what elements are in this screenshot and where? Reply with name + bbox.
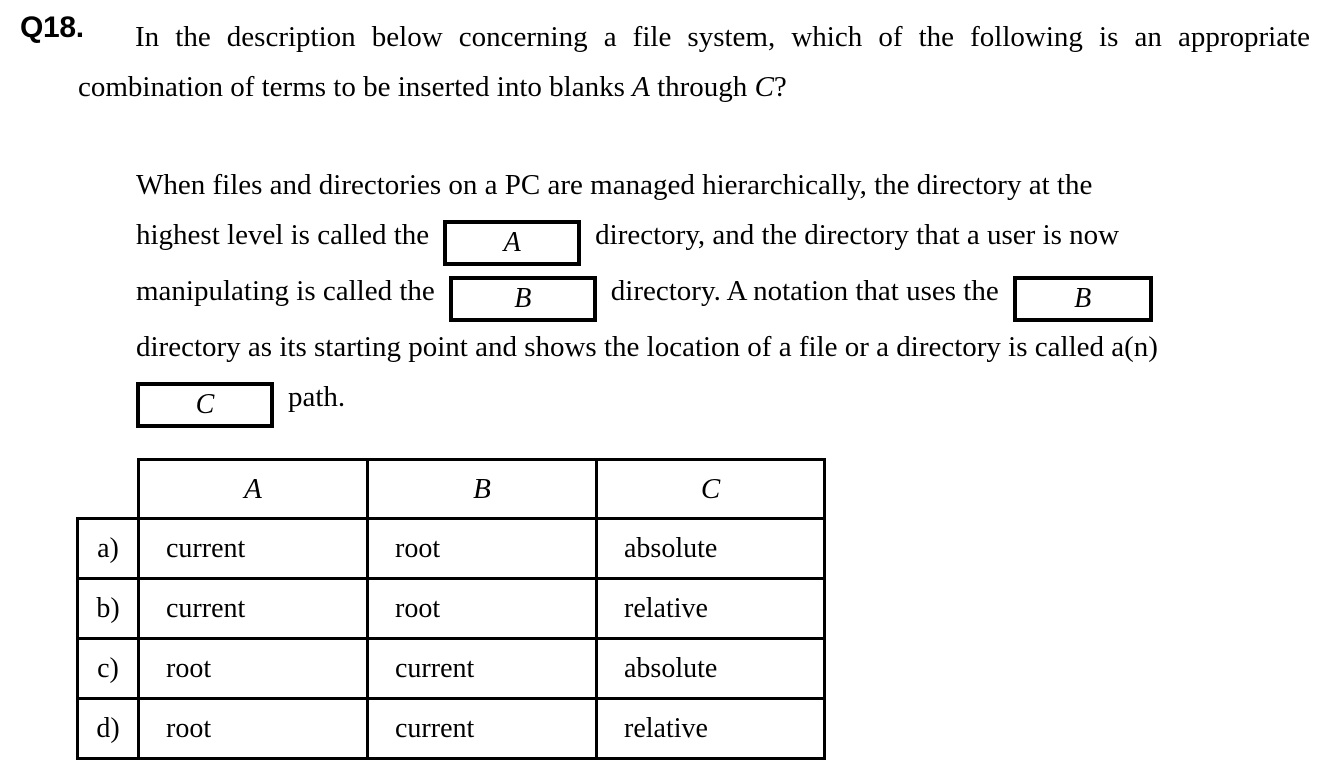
option-a-value-a: current bbox=[137, 517, 369, 580]
table-corner-cell bbox=[77, 459, 139, 519]
table-header-b: B bbox=[366, 458, 598, 520]
question-number: Q18. bbox=[20, 11, 84, 44]
description-line-1: When files and directories on a PC are m… bbox=[136, 160, 1310, 210]
option-b-value-b: root bbox=[366, 577, 598, 640]
blank-box-a: A bbox=[443, 220, 582, 266]
description-line-2-after: directory, and the directory that a user… bbox=[595, 219, 1120, 251]
option-d-value-b: current bbox=[366, 697, 598, 760]
table-row[interactable]: b) current root relative bbox=[76, 577, 826, 640]
option-label-c: c) bbox=[76, 637, 140, 700]
description-line-4: directory as its starting point and show… bbox=[136, 322, 1310, 372]
description-paragraph: When files and directories on a PC are m… bbox=[136, 160, 1310, 428]
option-b-value-a: current bbox=[137, 577, 369, 640]
description-line-1-text: When files and directories on a PC are m… bbox=[136, 169, 1093, 201]
question-prompt-end: ? bbox=[773, 71, 787, 103]
option-label-b: b) bbox=[76, 577, 140, 640]
option-a-value-b: root bbox=[366, 517, 598, 580]
option-d-value-a: root bbox=[137, 697, 369, 760]
description-line-4-text: directory as its starting point and show… bbox=[136, 331, 1158, 363]
table-header-a: A bbox=[137, 458, 369, 520]
options-table-body: a) current root absolute b) current root… bbox=[76, 517, 826, 760]
question-prompt-blank-end: C bbox=[754, 71, 774, 103]
description-line-3-mid: directory. A notation that uses the bbox=[610, 275, 999, 307]
description-line-3-before: manipulating is called the bbox=[136, 275, 435, 307]
question-prompt-mid: through bbox=[649, 71, 755, 103]
option-a-value-c: absolute bbox=[595, 517, 826, 580]
option-c-value-a: root bbox=[137, 637, 369, 700]
option-d-value-c: relative bbox=[595, 697, 826, 760]
options-table-header: A B C bbox=[77, 458, 826, 520]
blank-box-b: B bbox=[448, 276, 597, 322]
table-row[interactable]: c) root current absolute bbox=[76, 637, 826, 700]
question-prompt-part1: In the description below concerning a fi… bbox=[78, 21, 1310, 103]
blank-box-b2: B bbox=[1012, 276, 1153, 322]
option-c-value-b: current bbox=[366, 637, 598, 700]
option-label-a: a) bbox=[76, 517, 140, 580]
description-line-5-after: path. bbox=[288, 381, 346, 413]
option-c-value-c: absolute bbox=[595, 637, 826, 700]
question-prompt: In the description below concerning a fi… bbox=[78, 12, 1310, 112]
option-label-d: d) bbox=[76, 697, 140, 760]
blank-box-c: C bbox=[136, 382, 274, 428]
option-b-value-c: relative bbox=[595, 577, 826, 640]
description-line-2-before: highest level is called the bbox=[136, 219, 430, 251]
table-header-c: C bbox=[595, 458, 826, 520]
question-prompt-blank-start: A bbox=[632, 71, 650, 103]
table-header-row: A B C bbox=[77, 458, 826, 520]
table-row[interactable]: d) root current relative bbox=[76, 697, 826, 760]
table-row[interactable]: a) current root absolute bbox=[76, 517, 826, 580]
options-table: A B C a) current root absolute b) curren… bbox=[76, 458, 826, 760]
